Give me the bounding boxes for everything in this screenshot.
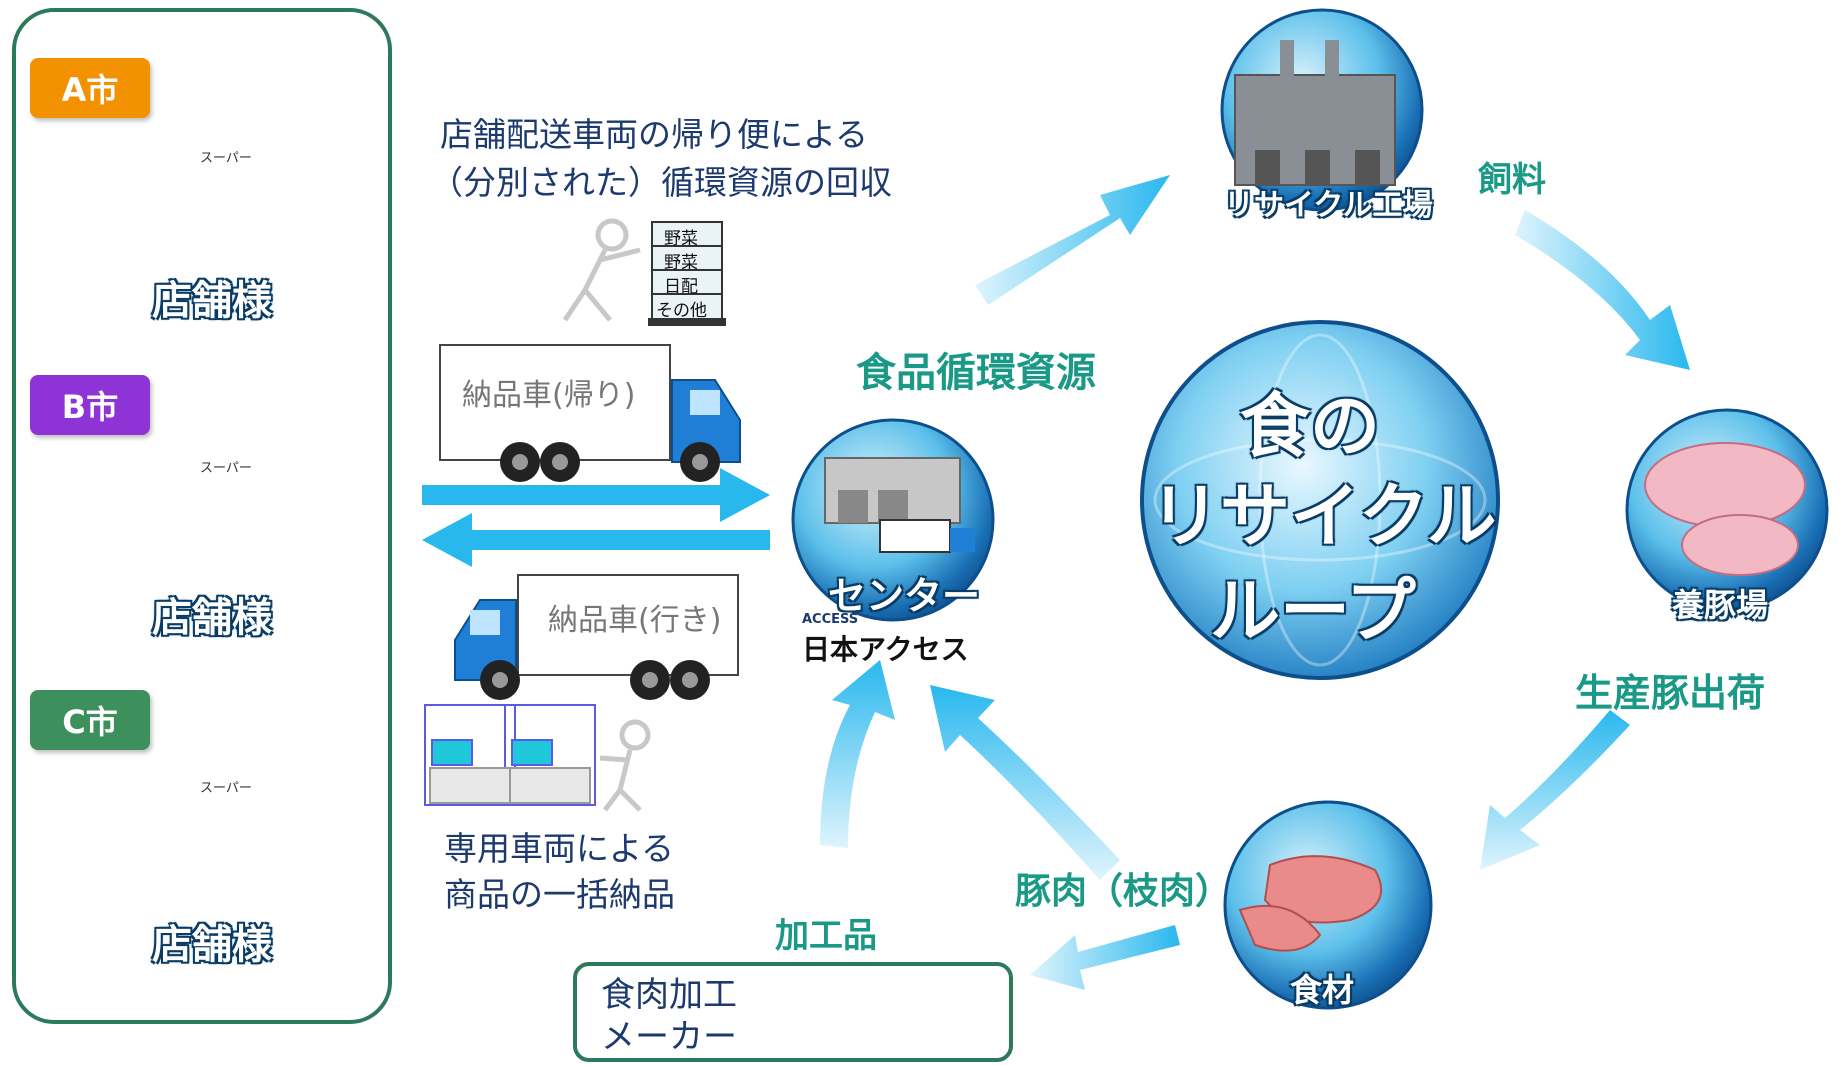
city-badge-b: B市 xyxy=(30,375,150,435)
flow-pork: 豚肉（枝肉） xyxy=(1015,871,1232,912)
flow-feed: 飼料 xyxy=(1478,160,1546,200)
recycle-loop-orb xyxy=(1140,320,1500,680)
meat-maker-box: 食肉加工 メーカー xyxy=(573,962,1013,1062)
store-label-c: 店舗様 xyxy=(152,922,272,968)
crate-label-vegetables-2: 野菜 xyxy=(664,253,698,273)
transport-arrows xyxy=(422,468,770,567)
return-truck xyxy=(439,344,741,482)
factory-orb xyxy=(1220,8,1424,212)
city-badge-a: A市 xyxy=(30,58,150,118)
arrow-left xyxy=(422,513,770,567)
arrow-center-to-factory xyxy=(975,175,1170,305)
loop-arrows xyxy=(820,175,1690,990)
return-truck-label: 納品車(帰り) xyxy=(462,378,636,413)
worker-pushing-cage xyxy=(599,719,651,812)
meat-maker-line1: 食肉加工 xyxy=(601,975,737,1015)
worker-pushing-crate xyxy=(562,218,641,322)
roll-cages xyxy=(424,704,596,806)
flow-food-resources: 食品循環資源 xyxy=(856,350,1096,396)
store-label-a: 店舗様 xyxy=(152,278,272,324)
return-caption-line2: （分別された）循環資源の回収 xyxy=(430,163,892,202)
recycle-crate xyxy=(648,221,726,326)
loop-title-line3: ループ xyxy=(1210,570,1416,652)
crate-label-other: その他 xyxy=(656,301,707,321)
loop-title-line2: リサイクル xyxy=(1150,475,1497,557)
pigfarm-orb xyxy=(1625,408,1829,612)
center-orb xyxy=(791,418,995,622)
city-badge-c: C市 xyxy=(30,690,150,750)
crate-label-daily: 日配 xyxy=(664,277,698,297)
arrow-right xyxy=(422,468,770,522)
meat-maker-line2: メーカー xyxy=(601,1017,737,1057)
flow-pig-shipping: 生産豚出荷 xyxy=(1575,671,1766,715)
arrow-pigfarm-to-ingredients xyxy=(1480,710,1630,870)
flow-processed: 加工品 xyxy=(775,916,877,956)
ingredients-orb xyxy=(1223,800,1433,1010)
loop-title-line1: 食の xyxy=(1240,385,1380,467)
supermarket-sign-c: スーパー xyxy=(200,781,252,796)
arrow-processed-to-center xyxy=(820,660,895,848)
supermarket-sign-b: スーパー xyxy=(200,461,252,476)
center-label: センター xyxy=(828,574,981,618)
ingredients-label: 食材 xyxy=(1290,971,1355,1009)
outbound-truck-label: 納品車(行き) xyxy=(548,603,722,638)
center-logo-small: ACCESS xyxy=(802,612,859,627)
pigfarm-label: 養豚場 xyxy=(1672,586,1769,624)
arrow-pork-to-center xyxy=(930,685,1120,880)
crate-label-vegetables-1: 野菜 xyxy=(664,229,698,249)
outbound-caption-line1: 専用車両による xyxy=(444,829,675,868)
store-panel xyxy=(12,8,392,1024)
arrow-ingredients-to-maker xyxy=(1030,925,1180,990)
meat-maker-label: 食肉加工 メーカー xyxy=(601,974,737,1058)
factory-label: リサイクル工場 xyxy=(1224,188,1433,223)
center-logo-name: 日本アクセス xyxy=(802,633,969,666)
supermarket-sign-a: スーパー xyxy=(200,151,252,166)
store-label-b: 店舗様 xyxy=(152,595,272,641)
return-caption-line1: 店舗配送車両の帰り便による xyxy=(440,115,869,154)
arrow-factory-to-pigfarm xyxy=(1515,210,1690,370)
outbound-truck xyxy=(454,574,739,700)
outbound-caption-line2: 商品の一括納品 xyxy=(444,875,675,914)
